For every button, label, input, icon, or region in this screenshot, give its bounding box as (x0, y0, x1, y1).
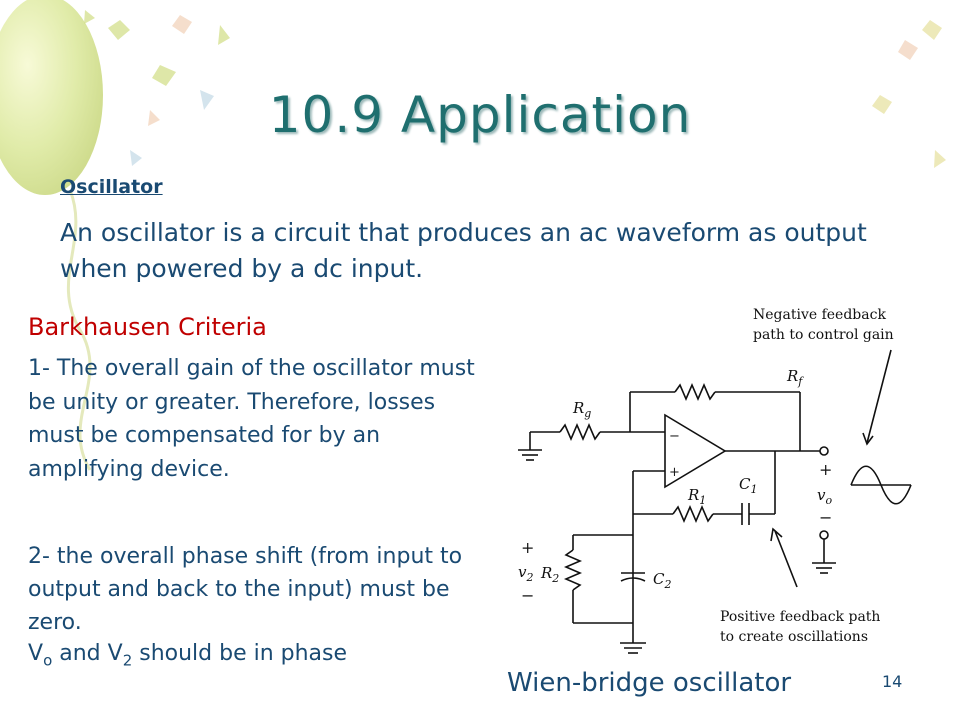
c1-label: C1 (739, 475, 757, 496)
phase-condition-text: Vo and V2 should be in phase (28, 641, 347, 669)
r2-label: R2 (540, 564, 559, 585)
r1-label: R1 (687, 486, 706, 507)
rg-label: Rg (572, 399, 591, 420)
phase-condition-and: and V (52, 641, 123, 666)
v2-plus-sign: + (521, 538, 534, 557)
rf-label: Rf (786, 367, 804, 388)
phase-condition-vo-subscript: o (43, 651, 53, 670)
section-heading: Oscillator (60, 176, 163, 198)
criteria-heading: Barkhausen Criteria (28, 313, 267, 341)
phase-condition-v2-subscript: 2 (122, 651, 133, 670)
positive-feedback-annotation-line2: to create oscillations (720, 629, 868, 645)
negative-feedback-annotation-line1: Negative feedback (753, 307, 886, 323)
opamp-plus-sign: + (669, 465, 680, 480)
diagram-caption: Wien-bridge oscillator (507, 668, 792, 698)
wien-bridge-circuit-diagram: Rf Rg R1 C1 R2 C2 v2 + − vo + − − + Nega… (518, 307, 912, 654)
c2-label: C2 (653, 570, 671, 591)
criterion-1-text: 1- The overall gain of the oscillator mu… (28, 356, 475, 482)
criterion-2-text: 2- the overall phase shift (from input t… (28, 544, 463, 635)
positive-feedback-annotation-line1: Positive feedback path (720, 609, 880, 625)
v2-minus-sign: − (521, 586, 534, 605)
v2-label: v2 (518, 563, 533, 584)
opamp-minus-sign: − (669, 429, 680, 444)
phase-condition-vo-prefix: V (28, 641, 44, 666)
vo-minus-sign: − (819, 508, 832, 527)
vo-plus-sign: + (819, 460, 832, 479)
negative-feedback-annotation-line2: path to control gain (753, 327, 894, 343)
page-number: 14 (882, 672, 903, 691)
slide-title: 10.9 Application (268, 86, 692, 144)
phase-condition-suffix: should be in phase (132, 641, 348, 666)
intro-paragraph: An oscillator is a circuit that produces… (60, 218, 867, 283)
vo-label: vo (817, 486, 832, 507)
